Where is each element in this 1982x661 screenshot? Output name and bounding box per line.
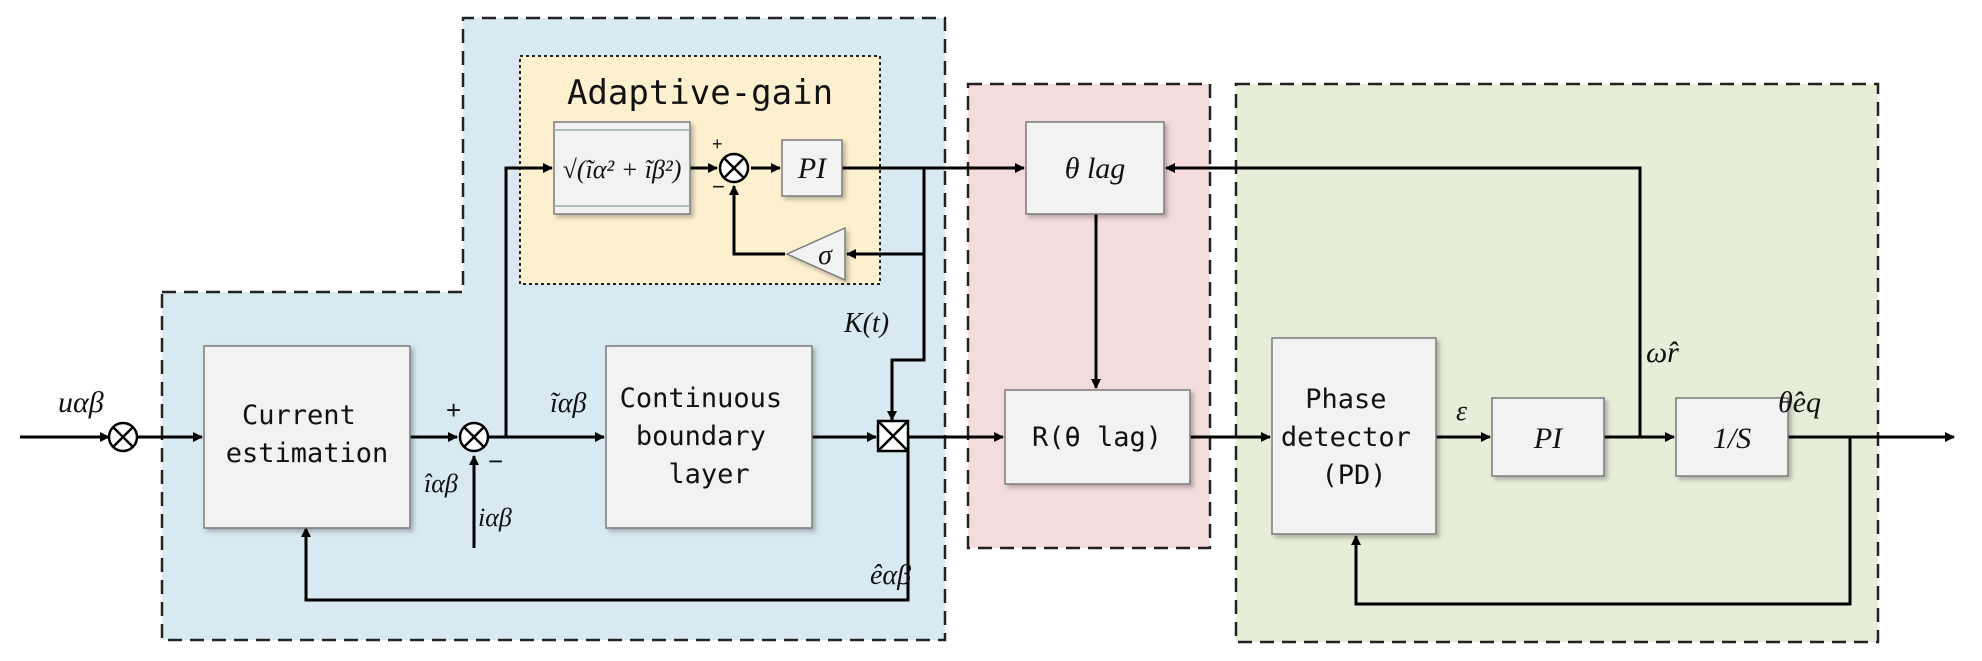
svg-text:σ: σ	[818, 240, 833, 271]
adaptive-summing-junction	[718, 152, 750, 184]
norm-block-label: √(ĩα² + ĩβ²)	[563, 155, 682, 184]
estimated-current-label: îαβ	[424, 469, 458, 498]
wires	[20, 163, 1955, 606]
sum-ag-minus-sign: −	[712, 174, 725, 199]
svg-text:Phase detector (PD: Phase detector (PD)	[1281, 384, 1427, 491]
integrator-block: 1/S	[1675, 397, 1789, 477]
current-estimation-block: Current estimation	[203, 345, 411, 529]
pi-pll-block: PI	[1491, 397, 1605, 477]
continuous-boundary-layer-block: Continuous boundary layer	[605, 345, 813, 529]
svg-text:θ lag: θ lag	[1065, 152, 1126, 185]
svg-text:1/S: 1/S	[1713, 422, 1751, 455]
current-error-label: ĩαβ	[550, 388, 586, 419]
svg-text:Continuous boundary: Continuous boundary layer	[620, 383, 799, 490]
norm-block: √(ĩα² + ĩβ²)	[553, 121, 691, 215]
svg-text:PI: PI	[797, 152, 828, 185]
speed-estimate-label: ω̂r	[1646, 336, 1679, 369]
input-multiplier	[107, 421, 139, 453]
switching-multiplier	[876, 419, 910, 453]
sum-ag-plus-sign: +	[712, 134, 723, 154]
input-voltage-label: uαβ	[58, 386, 104, 419]
pi-adaptive-block: PI	[781, 139, 843, 197]
sum2-minus-sign: −	[488, 446, 503, 476]
svg-text:PI: PI	[1533, 422, 1564, 455]
theta-lag-block: θ lag	[1025, 121, 1165, 215]
svg-text:Current estimation: Current estimation	[226, 400, 389, 469]
back-emf-estimate-label: êαβ	[870, 560, 911, 591]
sigma-block: σ	[785, 226, 846, 282]
rotation-block: R(θ lag)	[1004, 389, 1191, 485]
measured-current-label: iαβ	[478, 503, 512, 532]
sum2-plus-sign: +	[446, 395, 461, 425]
svg-text:R(θ lag): R(θ lag)	[1032, 422, 1162, 453]
adaptive-gain-title: Adaptive-gain	[567, 73, 833, 113]
position-estimate-label: θ̂eq	[1778, 386, 1821, 419]
adaptive-gain-signal-label: K(t)	[843, 308, 889, 339]
error-summing-junction	[458, 421, 490, 453]
phase-error-label: ε	[1456, 396, 1467, 427]
phase-detector-block: Phase detector (PD)	[1271, 337, 1437, 535]
